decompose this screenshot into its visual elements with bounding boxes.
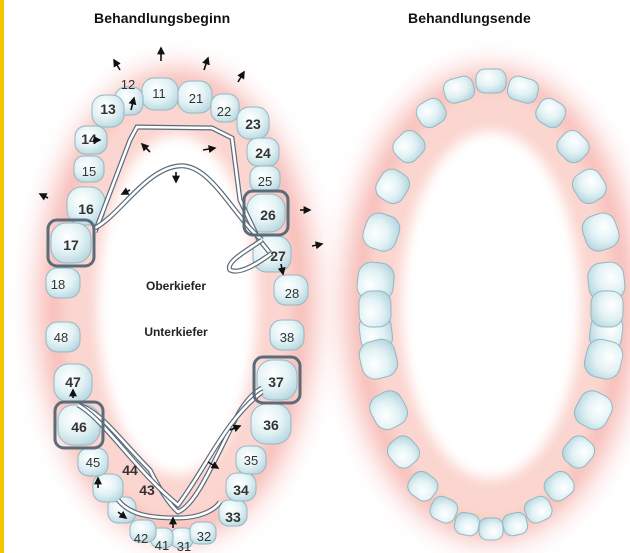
movement-arrow xyxy=(114,60,120,70)
final-lower-tooth-8-crown xyxy=(591,291,624,328)
tooth-label-47: 47 xyxy=(65,374,81,390)
tooth-label-11: 11 xyxy=(152,86,166,101)
tooth-label-31: 31 xyxy=(177,539,191,553)
tooth-label-15: 15 xyxy=(82,164,96,179)
movement-arrow xyxy=(312,244,322,246)
tooth-label-42: 42 xyxy=(134,531,148,546)
tooth-label-35: 35 xyxy=(244,453,258,468)
upper-jaw-label: Oberkiefer xyxy=(146,279,206,293)
final-lower-tooth-1 xyxy=(479,518,503,540)
tooth-label-25: 25 xyxy=(258,174,272,189)
tooth-label-23: 23 xyxy=(245,116,261,132)
tooth-label-22: 22 xyxy=(217,104,231,119)
tooth-label-43: 43 xyxy=(139,482,155,498)
tooth-label-37: 37 xyxy=(268,374,284,390)
tooth-label-46: 46 xyxy=(71,419,87,435)
tooth-label-41: 41 xyxy=(155,538,169,553)
tooth-label-34: 34 xyxy=(233,482,249,498)
tooth-label-13: 13 xyxy=(100,101,116,117)
tooth-label-24: 24 xyxy=(255,145,271,161)
movement-arrow xyxy=(40,194,48,198)
final-lower-tooth-1-crown xyxy=(479,518,503,540)
tooth-label-17: 17 xyxy=(63,237,79,253)
tooth-label-27: 27 xyxy=(270,248,286,264)
tooth-label-45: 45 xyxy=(86,455,100,470)
tooth-label-16: 16 xyxy=(78,201,94,217)
tooth-label-48: 48 xyxy=(54,330,68,345)
tooth-label-18: 18 xyxy=(51,277,65,292)
final-upper-tooth-1-crown xyxy=(476,69,506,93)
final-upper-tooth-1 xyxy=(476,69,506,93)
lower-jaw-label: Unterkiefer xyxy=(144,325,208,339)
tooth-label-32: 32 xyxy=(197,529,211,544)
tooth-label-28: 28 xyxy=(285,286,299,301)
final-lower-tooth-15-crown xyxy=(359,291,392,328)
final-lower-tooth-15 xyxy=(359,291,392,328)
tooth-label-14: 14 xyxy=(81,131,97,147)
tooth-label-38: 38 xyxy=(280,330,294,345)
tooth-label-36: 36 xyxy=(263,417,279,433)
tooth-label-21: 21 xyxy=(189,91,203,106)
tooth-label-44: 44 xyxy=(122,462,138,478)
movement-arrow xyxy=(238,72,244,82)
tooth-label-26: 26 xyxy=(260,207,276,223)
tooth-label-33: 33 xyxy=(225,509,241,525)
movement-arrow xyxy=(204,58,208,70)
tooth-label-12: 12 xyxy=(121,77,135,92)
final-lower-tooth-8 xyxy=(591,291,624,328)
